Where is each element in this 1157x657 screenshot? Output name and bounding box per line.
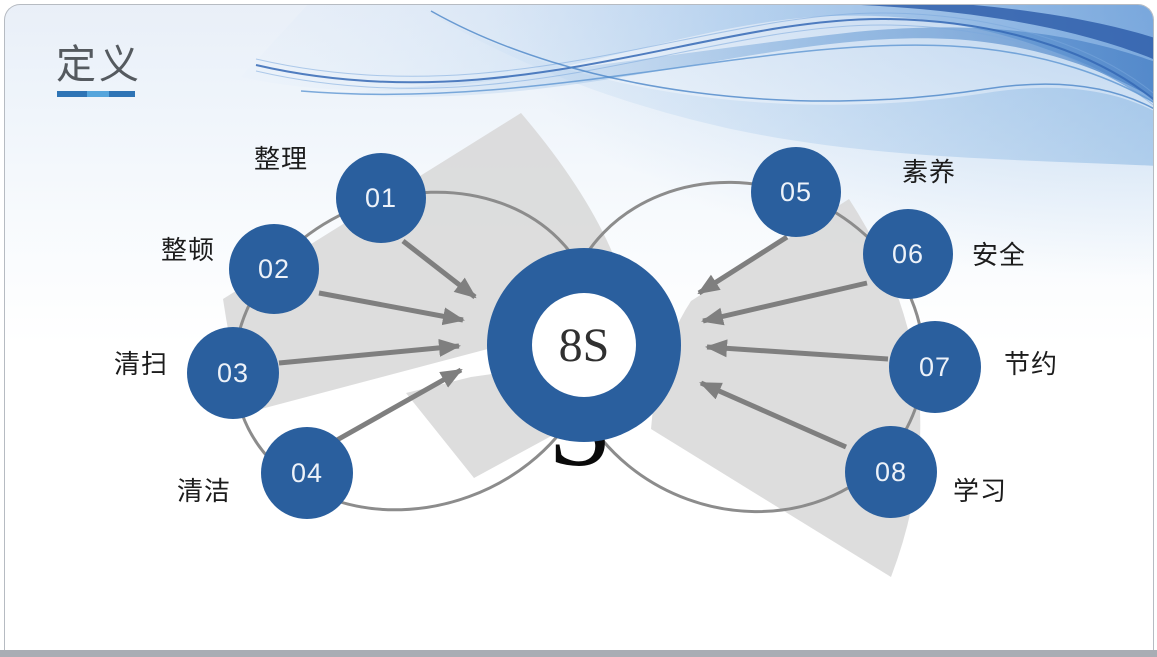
node-circle-08: 08 bbox=[845, 426, 937, 518]
node-number: 01 bbox=[364, 182, 398, 213]
background-waves-graphic bbox=[241, 5, 1153, 166]
node-label-05: 素养 bbox=[902, 157, 957, 187]
node-circle-03: 03 bbox=[187, 327, 279, 419]
node-circle-05: 05 bbox=[751, 147, 841, 237]
node-label-03: 清扫 bbox=[114, 349, 169, 379]
center-hub-circle: 8S bbox=[487, 248, 681, 442]
page-title: 定义 bbox=[56, 43, 142, 87]
arrows bbox=[278, 234, 889, 450]
node-number: 02 bbox=[257, 253, 291, 284]
node-number: 08 bbox=[874, 456, 908, 487]
node-label-01: 整理 bbox=[254, 144, 309, 174]
underline-segment-dark bbox=[57, 91, 87, 97]
node-number: 06 bbox=[891, 238, 925, 269]
center-hub-label: 8S bbox=[532, 293, 636, 397]
node-number: 07 bbox=[918, 351, 952, 382]
title-underline bbox=[57, 91, 135, 97]
node-circle-02: 02 bbox=[229, 224, 319, 314]
node-label-07: 节约 bbox=[1004, 349, 1059, 379]
bottom-edge-bar bbox=[0, 650, 1157, 657]
node-label-02: 整顿 bbox=[161, 235, 216, 265]
node-circle-07: 07 bbox=[889, 321, 981, 413]
underline-segment-dark bbox=[109, 91, 135, 97]
node-circle-06: 06 bbox=[863, 209, 953, 299]
node-circle-04: 04 bbox=[261, 427, 353, 519]
node-number: 03 bbox=[216, 357, 250, 388]
node-number: 04 bbox=[290, 457, 324, 488]
node-label-06: 安全 bbox=[972, 240, 1027, 270]
node-circle-01: 01 bbox=[336, 153, 426, 243]
underline-segment-light bbox=[87, 91, 109, 97]
node-label-08: 学习 bbox=[953, 476, 1008, 506]
node-number: 05 bbox=[779, 176, 813, 207]
node-label-04: 清洁 bbox=[177, 476, 232, 506]
slide-canvas: S 8S 01 02 03 04 05 06 07 08 整理 整顿 清扫 清洁… bbox=[4, 4, 1154, 651]
